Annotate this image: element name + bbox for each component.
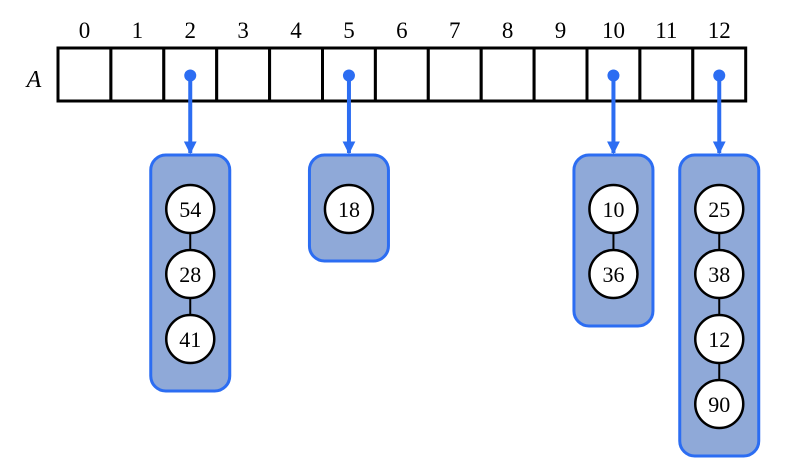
array-cell <box>426 46 483 103</box>
list-node <box>165 313 216 365</box>
index-label: 6 <box>396 18 408 43</box>
index-label: 12 <box>708 18 731 43</box>
list-node <box>588 248 639 300</box>
list-node <box>165 248 216 300</box>
pointer-dot <box>184 69 197 82</box>
array-cell <box>215 46 272 103</box>
node-value: 41 <box>179 327 201 352</box>
array-cell <box>638 46 695 103</box>
index-label: 8 <box>502 18 514 43</box>
list-node <box>694 248 745 300</box>
node-value: 54 <box>179 197 201 222</box>
array-cell <box>56 46 113 103</box>
node-value: 36 <box>602 262 624 287</box>
list-node <box>694 183 745 235</box>
index-label: 9 <box>555 18 567 43</box>
array-cell <box>532 46 589 103</box>
node-value: 12 <box>708 327 730 352</box>
index-label: 1 <box>132 18 144 43</box>
array-label: A <box>25 67 42 93</box>
list-node <box>694 313 745 365</box>
bucket-12: 25 38 12 90 <box>678 69 761 458</box>
index-label: 5 <box>343 18 355 43</box>
array-cell <box>373 46 430 103</box>
index-label: 7 <box>449 18 461 43</box>
node-value: 28 <box>179 262 201 287</box>
index-label: 0 <box>79 18 91 43</box>
bucket-10: 10 36 <box>572 69 655 328</box>
node-value: 38 <box>708 262 730 287</box>
index-label: 4 <box>290 18 302 43</box>
array-cell <box>479 46 536 103</box>
node-value: 90 <box>708 392 730 417</box>
index-label: 3 <box>237 18 249 43</box>
pointer-dot <box>342 69 355 82</box>
list-node <box>323 183 375 235</box>
bucket-lists: 54 28 41 18 10 36 25 38 12 90 <box>149 69 761 458</box>
array-cell <box>109 46 166 103</box>
node-value: 18 <box>338 197 360 222</box>
list-node <box>165 183 216 235</box>
list-node <box>694 378 745 430</box>
node-value: 25 <box>708 197 730 222</box>
bucket-5: 18 <box>307 69 390 263</box>
pointer-dot <box>713 69 726 82</box>
index-label: 10 <box>602 18 625 43</box>
node-value: 10 <box>602 197 624 222</box>
list-node <box>588 183 639 235</box>
array-cell <box>268 46 325 103</box>
pointer-dot <box>607 69 620 82</box>
bucket-2: 54 28 41 <box>149 69 232 393</box>
index-label: 2 <box>185 18 197 43</box>
array-cells <box>56 46 748 103</box>
index-label: 11 <box>655 18 677 43</box>
